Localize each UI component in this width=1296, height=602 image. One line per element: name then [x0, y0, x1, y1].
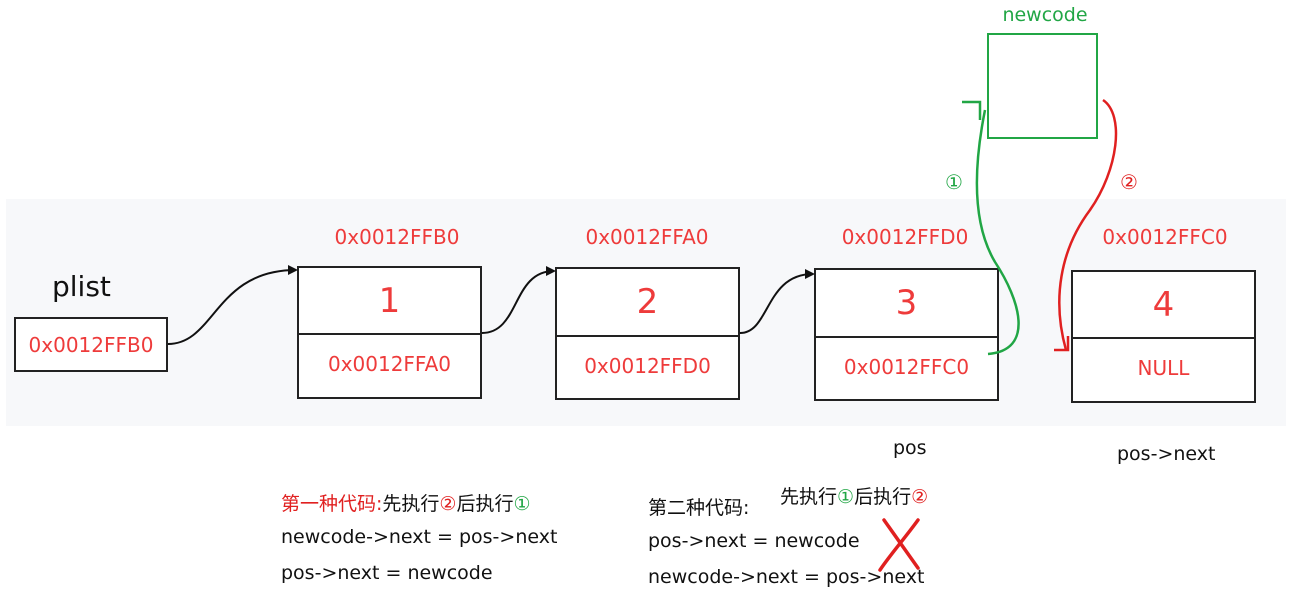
- code2-line2: newcode->next = pos->next: [648, 566, 925, 588]
- node-1-address: 0x0012FFB0: [334, 225, 460, 249]
- node-4-next: NULL: [1137, 356, 1190, 380]
- node-4-data: 4: [1073, 272, 1254, 339]
- step-1-marker: ①: [945, 170, 963, 194]
- pos-next-label: pos->next: [1117, 443, 1216, 465]
- node-1-data: 1: [299, 268, 480, 335]
- arrow-step2-red: [1058, 98, 1118, 351]
- code1-title: 第一种代码:: [281, 493, 383, 515]
- plist-label: plist: [52, 270, 111, 303]
- node-3-address: 0x0012FFD0: [841, 225, 969, 249]
- code2-order-d: ②: [911, 486, 929, 508]
- node-1: 1 0x0012FFA0: [297, 266, 482, 399]
- node-1-next: 0x0012FFA0: [327, 352, 452, 376]
- code2-order-b: ①: [837, 486, 855, 508]
- code1-order-a: 先执行: [382, 493, 440, 515]
- node-3: 3 0x0012FFC0: [814, 268, 999, 401]
- code1-order-b: ②: [439, 493, 457, 515]
- newcode-label: newcode: [1002, 4, 1088, 26]
- node-4-address: 0x0012FFC0: [1102, 225, 1228, 249]
- code1-order-c: 后执行: [456, 493, 514, 515]
- node-2: 2 0x0012FFD0: [555, 267, 740, 400]
- code1-order-d: ①: [513, 493, 531, 515]
- code1-line1: newcode->next = pos->next: [281, 526, 558, 548]
- code1-header: 第一种代码:先执行②后执行①: [281, 489, 531, 516]
- code2-order-a: 先执行: [780, 486, 838, 508]
- code2-order-c: 后执行: [854, 486, 912, 508]
- pos-label: pos: [893, 437, 927, 459]
- node-2-next: 0x0012FFD0: [584, 353, 711, 378]
- arrow-node1-to-node2: [481, 266, 556, 334]
- node-3-data: 3: [816, 270, 997, 338]
- arrow-plist-to-node1: [167, 265, 298, 345]
- node-2-address: 0x0012FFA0: [585, 225, 709, 249]
- code2-line1: pos->next = newcode: [648, 530, 860, 552]
- node-3-next: 0x0012FFC0: [843, 354, 970, 379]
- code2-order: 先执行①后执行②: [780, 482, 928, 509]
- arrow-step2-red-head: [1054, 336, 1070, 352]
- arrow-step1-green: [975, 109, 1020, 356]
- wrong-cross-mark: [878, 518, 920, 572]
- plist-box: 0x0012FFB0: [14, 317, 168, 372]
- step-2-marker: ②: [1120, 170, 1138, 194]
- arrow-node2-to-node3: [739, 269, 815, 334]
- arrow-step1-green-head: [962, 100, 982, 120]
- code2-title: 第二种代码:: [648, 497, 750, 519]
- newcode-node-box: [987, 33, 1098, 139]
- node-4: 4 NULL: [1071, 270, 1256, 403]
- node-2-data: 2: [557, 269, 738, 337]
- code1-line2: pos->next = newcode: [281, 562, 493, 584]
